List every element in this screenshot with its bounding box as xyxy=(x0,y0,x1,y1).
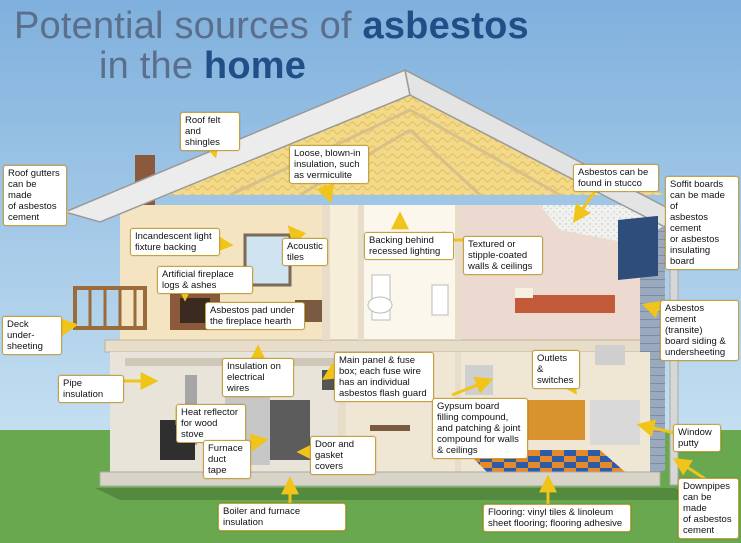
title-line-1: Potential sources of asbestos xyxy=(14,6,529,46)
title-regular-2: in the xyxy=(99,45,204,87)
title-line-2: in the home xyxy=(99,46,529,86)
label-loose-insulation: Loose, blown-in insulation, such as verm… xyxy=(289,145,369,184)
label-roof-felt: Roof felt and shingles xyxy=(180,112,240,151)
title-bold-1: asbestos xyxy=(362,5,529,47)
title-bold-2: home xyxy=(203,45,307,87)
label-fireplace-hearth: Asbestos pad under the fireplace hearth xyxy=(205,302,305,330)
label-soffit: Soffit boards can be made of asbestos ce… xyxy=(665,176,739,270)
label-roof-gutters: Roof gutters can be made of asbestos cem… xyxy=(3,165,67,226)
label-textured-walls: Textured or stipple-coated walls & ceili… xyxy=(463,236,543,275)
label-siding: Asbestos cement (transite) board siding … xyxy=(660,300,739,361)
label-duct-tape: Furnace duct tape xyxy=(203,440,251,479)
label-fuse-box: Main panel & fuse box; each fuse wire ha… xyxy=(334,352,434,402)
label-gypsum: Gypsum board filling compound, and patch… xyxy=(432,398,528,459)
title: Potential sources of asbestos in the hom… xyxy=(14,6,529,86)
label-door-gasket: Door and gasket covers xyxy=(310,436,376,475)
label-window-putty: Window putty xyxy=(673,424,721,452)
label-artificial-fireplace: Artificial fireplace logs & ashes xyxy=(157,266,253,294)
label-electrical-wires: Insulation on electrical wires xyxy=(222,358,294,397)
label-recessed-lighting: Backing behind recessed lighting xyxy=(364,232,454,260)
label-deck: Deck under- sheeting xyxy=(2,316,62,355)
label-stucco: Asbestos can be found in stucco xyxy=(573,164,659,192)
label-outlets: Outlets & switches xyxy=(532,350,580,389)
label-boiler: Boiler and furnace insulation xyxy=(218,503,346,531)
label-heat-reflector: Heat reflector for wood stove xyxy=(176,404,246,443)
label-light-fixture: Incandescent light fixture backing xyxy=(130,228,220,256)
label-pipe-insulation: Pipe insulation xyxy=(58,375,124,403)
title-regular-1: Potential sources of xyxy=(14,5,363,47)
label-acoustic-tiles: Acoustic tiles xyxy=(282,238,328,266)
label-flooring: Flooring: vinyl tiles & linoleum sheet f… xyxy=(483,504,631,532)
transite-board xyxy=(618,215,658,281)
label-downpipes: Downpipes can be made of asbestos cement xyxy=(678,478,739,539)
